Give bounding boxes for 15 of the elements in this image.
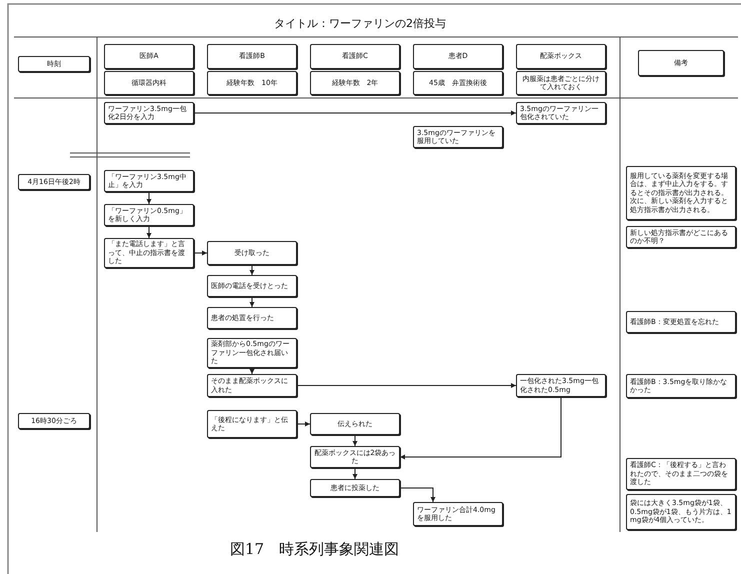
title: タイトル：ワーファリンの2倍投与 xyxy=(274,16,446,31)
arrow xyxy=(352,468,358,480)
arrow xyxy=(194,110,516,116)
arrow xyxy=(352,434,358,446)
arrow xyxy=(296,383,516,388)
arrow xyxy=(400,396,562,460)
arrow xyxy=(250,264,254,276)
arrow xyxy=(250,296,254,308)
arrow xyxy=(400,488,436,502)
arrow xyxy=(146,192,152,204)
caption: 図17 時系列事象関連図 xyxy=(230,540,400,559)
arrow xyxy=(194,250,208,256)
arrow xyxy=(146,226,152,238)
arrow xyxy=(250,368,254,374)
arrow xyxy=(296,422,310,426)
